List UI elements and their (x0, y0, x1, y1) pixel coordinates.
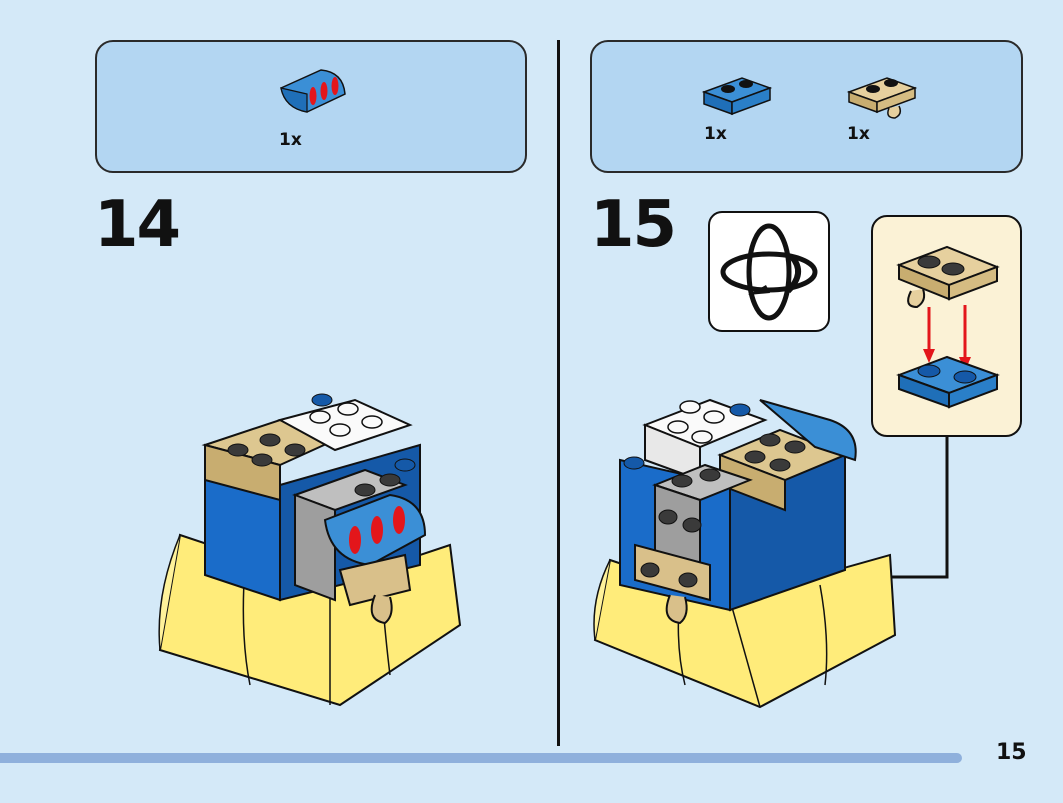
part-quantity: 1x (279, 130, 302, 150)
step-number-15: 15 (590, 188, 677, 262)
rotate-model-indicator (708, 211, 830, 332)
parts-list-step-14: 1x (95, 40, 527, 173)
model-illustration-step-15 (593, 398, 897, 709)
progress-bar (0, 753, 962, 763)
page-number: 15 (996, 740, 1027, 765)
model-illustration-step-14 (158, 393, 462, 707)
part-quantity: 1x (847, 124, 870, 144)
curved-slope-brick-icon (280, 69, 346, 113)
tan-clip-plate-icon (846, 77, 918, 119)
sub-assembly-diagram (896, 245, 1000, 409)
part-quantity: 1x (704, 124, 727, 144)
parts-list-step-15: 1x 1x (590, 40, 1023, 173)
blue-plate-icon (701, 77, 773, 116)
step-divider (557, 40, 560, 746)
step-number-14: 14 (94, 188, 181, 262)
rotate-icon (720, 223, 818, 321)
sub-assembly-callout (871, 215, 1022, 437)
